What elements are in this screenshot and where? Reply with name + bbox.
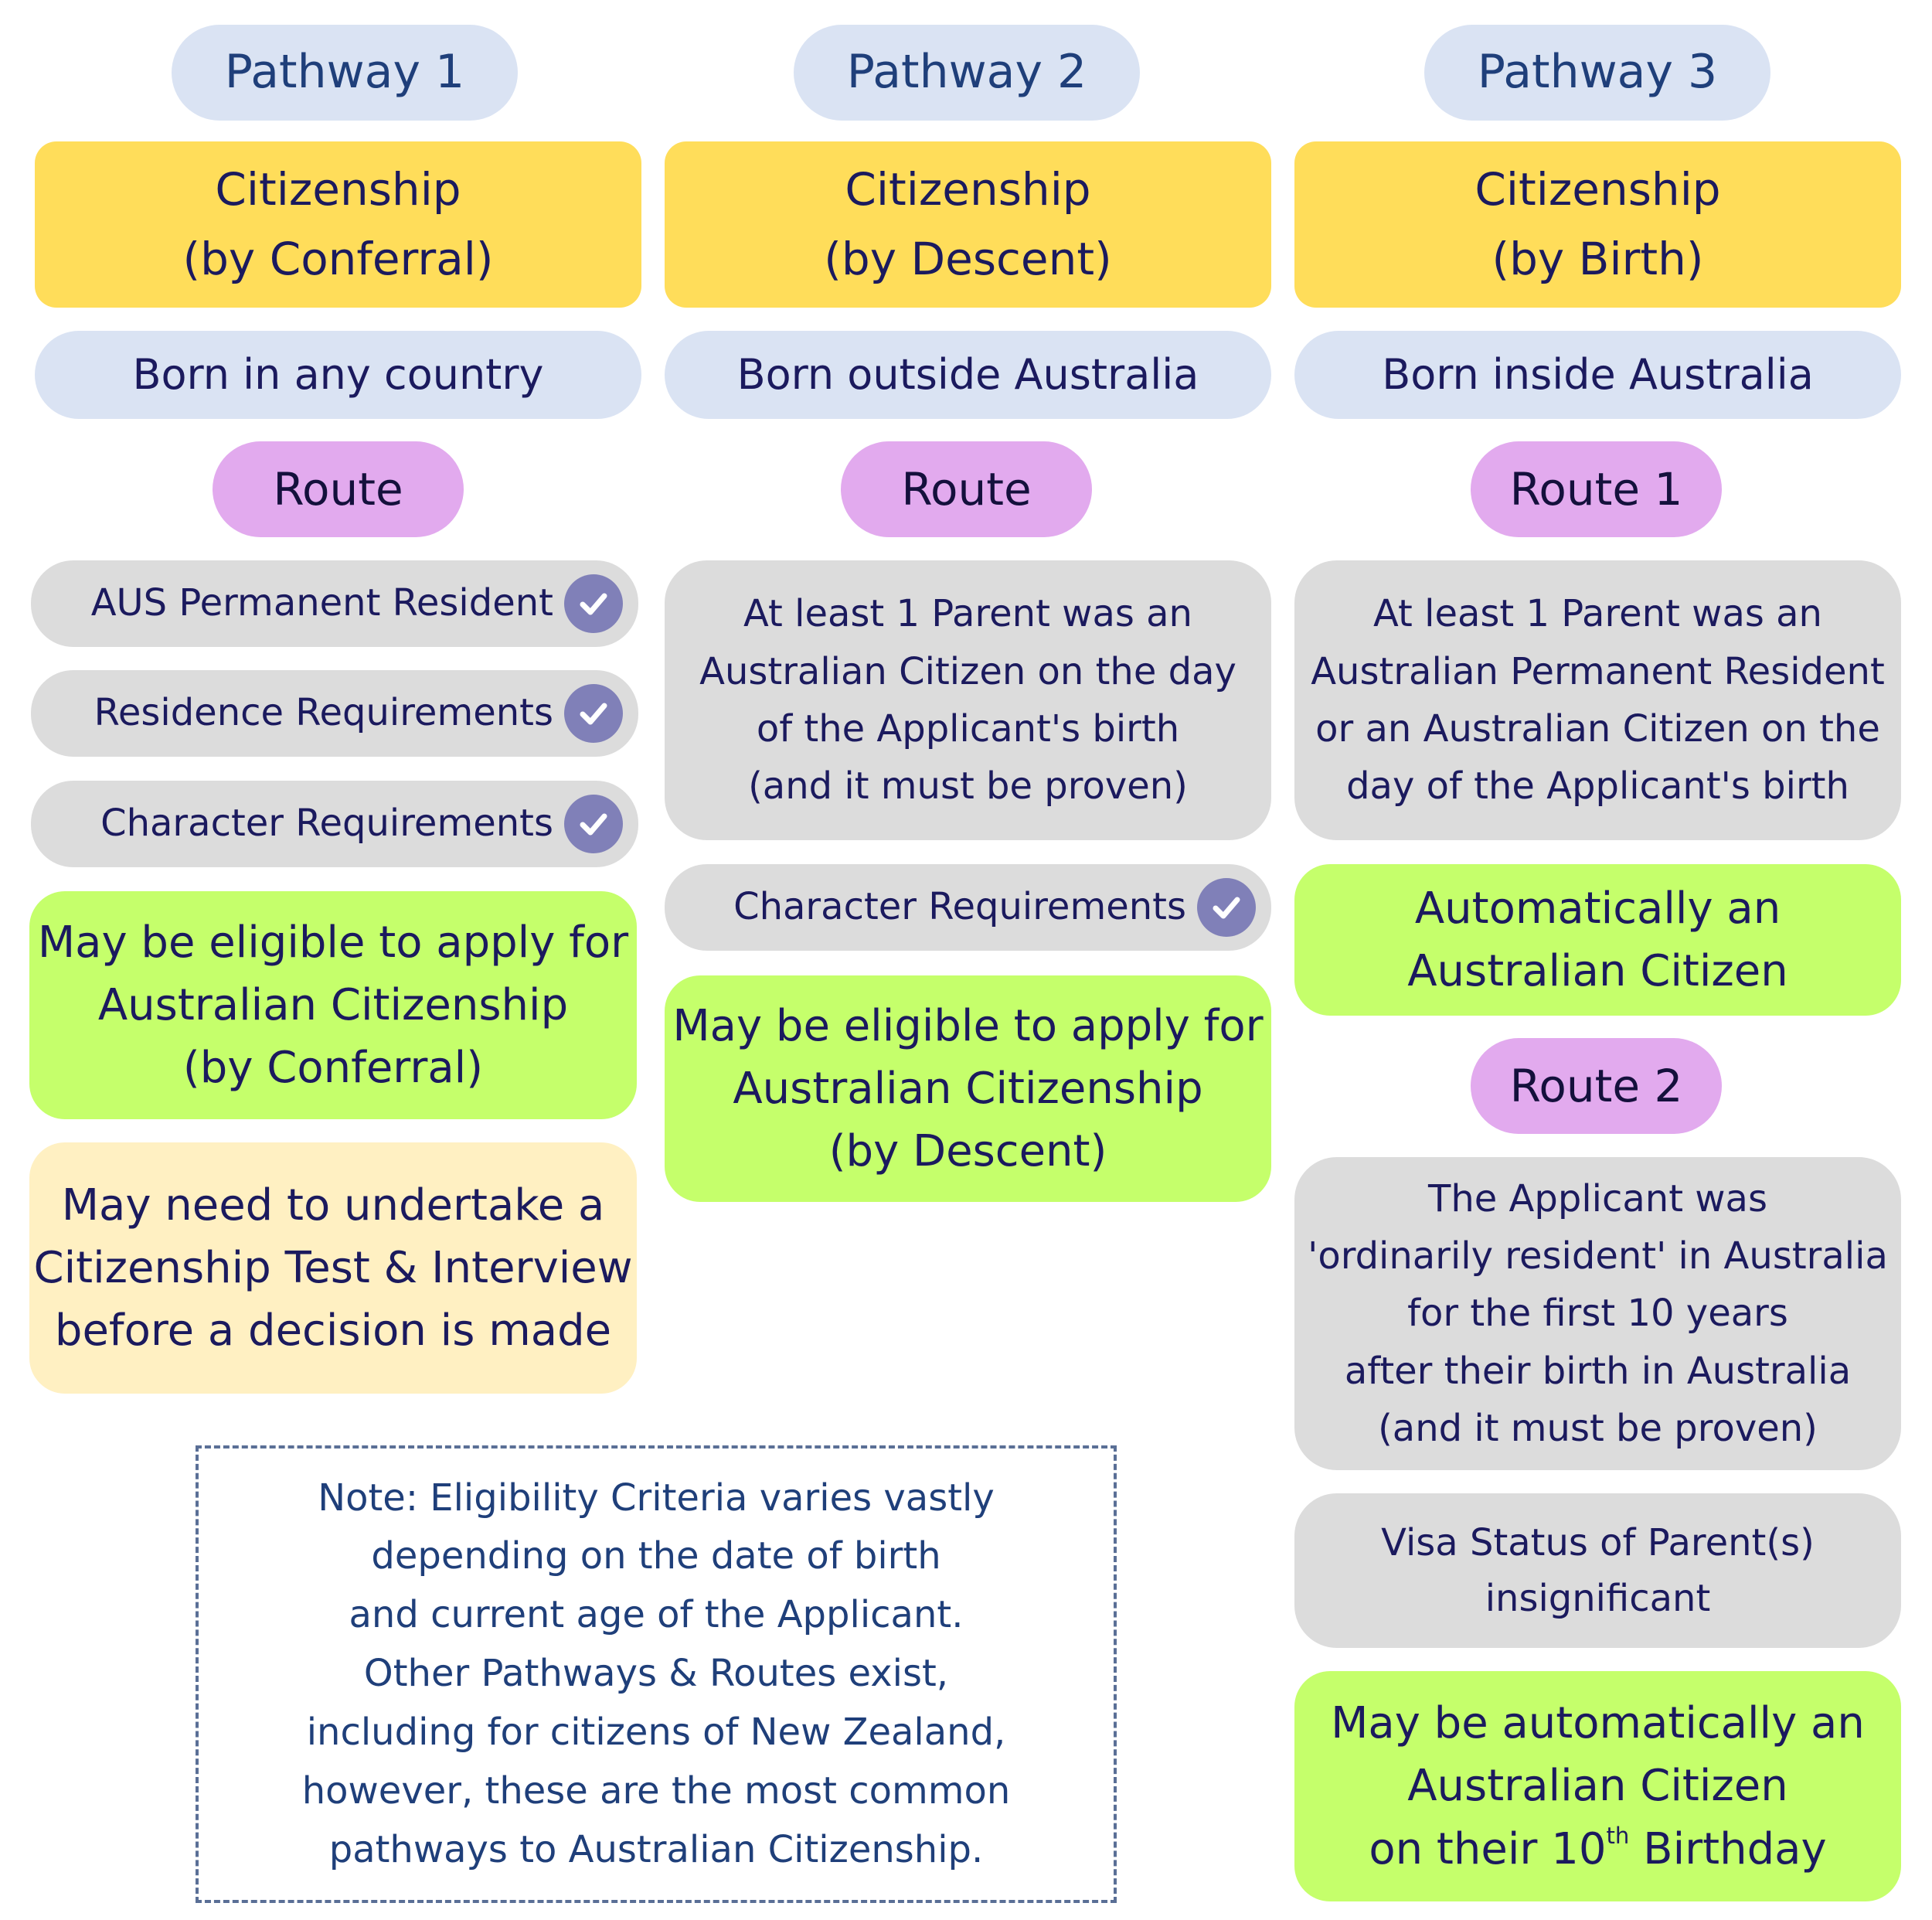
citizenship-line-2: (by Descent) [824, 232, 1112, 285]
outcome-line-3: on their 10th Birthday [1369, 1818, 1826, 1881]
outcome-line-3: (by Conferral) [182, 1043, 484, 1094]
eligibility-note-box: Note: Eligibility Criteria varies vastly… [196, 1445, 1117, 1903]
route-2-outcome-box: May be automatically an Australian Citiz… [1294, 1671, 1901, 1901]
pathway-1-route-pill: Route [213, 441, 464, 537]
requirement-aus-permanent-resident: AUS Permanent Resident [31, 560, 638, 647]
pathway-2-outcome-box: May be eligible to apply for Australian … [665, 975, 1271, 1202]
pathway-3-title: Pathway 3 [1424, 25, 1770, 121]
citizenship-line-1: Citizenship [1475, 162, 1721, 216]
citizenship-test-box: May need to undertake a Citizenship Test… [29, 1142, 637, 1394]
note-line-5: including for citizens of New Zealand, [306, 1710, 1006, 1754]
birthday-prefix: on their 10 [1369, 1823, 1607, 1874]
criteria-line-4: (and it must be proven) [748, 764, 1188, 809]
criteria-line-3: of the Applicant's birth [756, 707, 1180, 751]
criteria-line-4: after their birth in Australia [1344, 1349, 1852, 1393]
visa-line-1: Visa Status of Parent(s) [1381, 1521, 1815, 1564]
pathway-2-criteria-box: At least 1 Parent was an Australian Citi… [665, 560, 1271, 840]
born-label: Born in any country [132, 350, 544, 400]
criteria-line-1: At least 1 Parent was an [743, 592, 1192, 636]
criteria-line-2: 'ordinarily resident' in Australia [1308, 1234, 1888, 1278]
check-circle-icon [1197, 878, 1256, 937]
note-line-7: pathways to Australian Citizenship. [328, 1827, 984, 1871]
pathway-2-route-pill: Route [841, 441, 1092, 537]
requirement-residence: Residence Requirements [31, 670, 638, 757]
note-line-2: depending on the date of birth [371, 1534, 941, 1578]
route-1-outcome-box: Automatically an Australian Citizen [1294, 864, 1901, 1016]
route-label: Route 1 [1509, 462, 1683, 516]
requirement-label: Character Requirements [733, 885, 1186, 929]
route-1-criteria-box: At least 1 Parent was an Australian Perm… [1294, 560, 1901, 840]
citizenship-line-1: Citizenship [215, 162, 461, 216]
note-line-3: and current age of the Applicant. [349, 1593, 964, 1637]
born-in-any-country-box: Born in any country [35, 331, 641, 419]
citizenship-by-descent-box: Citizenship (by Descent) [665, 141, 1271, 308]
test-line-1: May need to undertake a [61, 1180, 605, 1231]
note-line-4: Other Pathways & Routes exist, [363, 1652, 949, 1696]
born-outside-australia-box: Born outside Australia [665, 331, 1271, 419]
outcome-line-1: May be eligible to apply for [37, 917, 629, 968]
requirement-label: AUS Permanent Resident [90, 581, 553, 625]
citizenship-line-1: Citizenship [845, 162, 1091, 216]
citizenship-by-conferral-box: Citizenship (by Conferral) [35, 141, 641, 308]
outcome-line-1: Automatically an [1414, 883, 1781, 934]
citizenship-line-2: (by Conferral) [182, 232, 494, 285]
route-label: Route [273, 462, 403, 516]
pathway-1-title-text: Pathway 1 [224, 45, 465, 100]
pathway-3-title-text: Pathway 3 [1477, 45, 1718, 100]
check-circle-icon [564, 574, 623, 633]
outcome-line-2: Australian Citizen [1407, 946, 1788, 996]
citizenship-line-2: (by Birth) [1492, 232, 1704, 285]
requirement-character: Character Requirements [665, 864, 1271, 951]
birthday-suffix: Birthday [1629, 1823, 1827, 1874]
requirement-label: Residence Requirements [94, 691, 553, 735]
pathway-2-title-text: Pathway 2 [846, 45, 1087, 100]
outcome-line-2: Australian Citizenship [97, 979, 569, 1030]
route-2-criteria-box: The Applicant was 'ordinarily resident' … [1294, 1157, 1901, 1470]
criteria-line-3: or an Australian Citizen on the [1315, 707, 1880, 751]
route-label: Route [901, 462, 1032, 516]
criteria-line-5: (and it must be proven) [1378, 1407, 1818, 1451]
pathway-3-route-1-pill: Route 1 [1471, 441, 1722, 537]
pathway-3-route-2-pill: Route 2 [1471, 1038, 1722, 1134]
born-label: Born outside Australia [736, 350, 1199, 400]
criteria-line-2: Australian Permanent Resident [1311, 649, 1885, 693]
outcome-line-2: Australian Citizenship [733, 1063, 1203, 1114]
check-circle-icon [564, 795, 623, 853]
criteria-line-4: day of the Applicant's birth [1346, 764, 1849, 809]
visa-status-box: Visa Status of Parent(s) insignificant [1294, 1493, 1901, 1648]
born-inside-australia-box: Born inside Australia [1294, 331, 1901, 419]
criteria-line-3: for the first 10 years [1407, 1292, 1788, 1336]
pathway-2-title: Pathway 2 [794, 25, 1140, 121]
check-circle-icon [564, 684, 623, 743]
born-label: Born inside Australia [1382, 350, 1814, 400]
requirement-character: Character Requirements [31, 781, 638, 867]
note-line-1: Note: Eligibility Criteria varies vastly [318, 1476, 995, 1520]
ordinal-suffix: th [1606, 1822, 1630, 1849]
criteria-line-2: Australian Citizen on the day [699, 649, 1236, 693]
route-label: Route 2 [1509, 1059, 1683, 1112]
test-line-2: Citizenship Test & Interview [33, 1242, 633, 1293]
pathway-1-outcome-box: May be eligible to apply for Australian … [29, 891, 637, 1119]
criteria-line-1: At least 1 Parent was an [1373, 592, 1822, 636]
outcome-line-1: May be automatically an [1331, 1698, 1865, 1749]
requirement-label: Character Requirements [100, 802, 553, 846]
outcome-line-2: Australian Citizen [1407, 1761, 1788, 1812]
citizenship-by-birth-box: Citizenship (by Birth) [1294, 141, 1901, 308]
test-line-3: before a decision is made [54, 1306, 612, 1357]
criteria-line-1: The Applicant was [1428, 1176, 1767, 1220]
outcome-line-3: (by Descent) [828, 1126, 1107, 1177]
visa-line-2: insignificant [1485, 1577, 1711, 1620]
pathway-1-title: Pathway 1 [172, 25, 518, 121]
outcome-line-1: May be eligible to apply for [672, 1000, 1264, 1051]
note-line-6: however, these are the most common [301, 1769, 1011, 1813]
